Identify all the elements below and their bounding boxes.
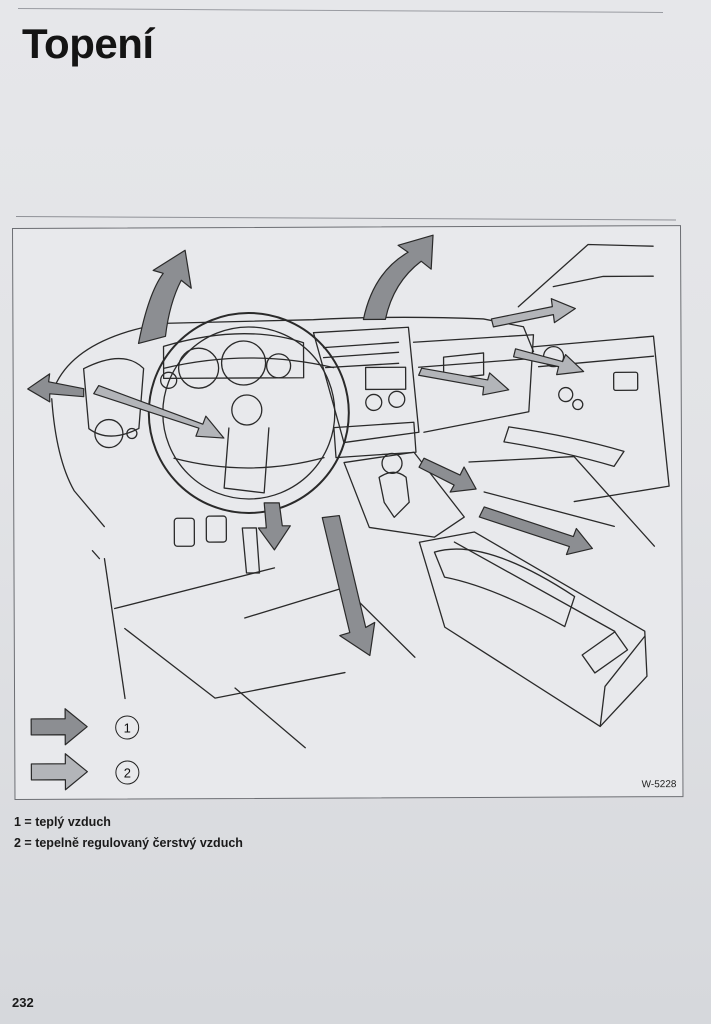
dashboard-illustration: 1 2 W-5228: [12, 225, 684, 800]
figure-code: W-5228: [641, 779, 677, 791]
legend-number-1: 1: [115, 715, 140, 740]
legend-item-2: 2: [101, 760, 140, 785]
page-title: Topení: [22, 20, 154, 67]
legend-arrow-1: [30, 708, 88, 746]
legend-captions: 1 = teplý vzduch 2 = tepelně regulovaný …: [14, 812, 243, 854]
caption-fresh-air: 2 = tepelně regulovaný čerstvý vzduch: [14, 836, 243, 850]
legend-item-1: 1: [101, 715, 140, 740]
page-number: 232: [12, 995, 34, 1010]
dashboard-line-art: [27, 234, 670, 791]
legend-arrow-2: [30, 753, 88, 791]
top-rule: [17, 8, 663, 13]
legend-number-2: 2: [115, 760, 140, 785]
caption-warm-air: 1 = teplý vzduch: [14, 815, 111, 829]
section-rule: [15, 216, 676, 221]
